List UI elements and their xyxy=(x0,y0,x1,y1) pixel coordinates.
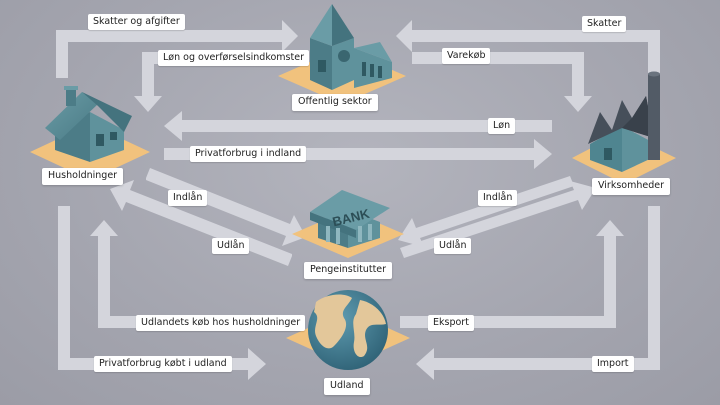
bank-icon: BANK xyxy=(292,190,404,258)
label-loans-households: Udlån xyxy=(212,238,250,254)
label-taxes-companies: Skatter xyxy=(582,16,627,32)
label-deposits-households: Indlån xyxy=(168,190,208,206)
arrow-wages xyxy=(164,111,552,141)
factory-icon xyxy=(572,71,676,184)
arrow-deposits-households xyxy=(146,168,306,246)
node-label-abroad: Udland xyxy=(324,378,370,395)
label-taxes-households: Skatter og afgifter xyxy=(88,14,185,30)
label-wages-transfers: Løn og overførselsindkomster xyxy=(158,50,309,66)
label-consumption-domestic: Privatforbrug i indland xyxy=(190,146,307,162)
node-label-households: Husholdninger xyxy=(42,168,124,185)
label-import: Import xyxy=(592,356,634,372)
arrow-consumption-abroad xyxy=(58,206,266,380)
arrow-purchases xyxy=(412,52,592,112)
label-loans-companies: Udlån xyxy=(434,238,472,254)
label-deposits-companies: Indlån xyxy=(478,190,518,206)
arrow-foreign-purchases xyxy=(90,220,300,328)
label-export: Eksport xyxy=(428,315,474,331)
label-consumption-abroad: Privatforbrug købt i udland xyxy=(94,356,232,372)
arrow-import xyxy=(416,206,660,380)
node-label-companies: Virksomheder xyxy=(592,178,670,195)
arrow-deposits-companies xyxy=(398,176,574,247)
arrow-taxes-companies xyxy=(396,20,660,78)
label-purchases: Varekøb xyxy=(442,48,491,64)
arrow-export xyxy=(400,220,624,328)
label-wages: Løn xyxy=(488,118,516,134)
globe-icon xyxy=(286,290,410,370)
arrow-consumption-domestic xyxy=(164,139,552,169)
node-label-public-sector: Offentlig sektor xyxy=(292,94,378,111)
node-label-banks: Pengeinstitutter xyxy=(304,262,393,279)
town-hall-icon xyxy=(278,4,406,104)
label-foreign-purchases: Udlandets køb hos husholdninger xyxy=(136,315,306,331)
arrow-taxes-households xyxy=(56,20,298,78)
house-icon xyxy=(30,86,150,180)
